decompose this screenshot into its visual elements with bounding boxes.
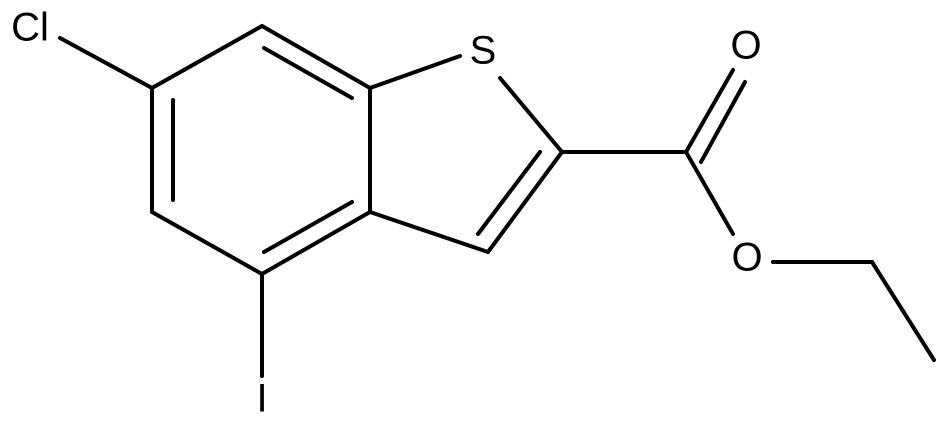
bond-c2-c3-inner [476,150,542,236]
atom-sulfur: S [470,29,497,73]
atom-oxygen-carbonyl: O [730,24,761,68]
bond-c7-c7a-inner [262,46,354,100]
bond-c3a-c4-inner [262,200,354,254]
bond-ch2-ch3 [870,260,936,362]
bond-carbonyl-inner [699,80,747,164]
substituent-bonds [58,36,936,378]
bond-c3-c3a [368,210,490,254]
bond-c4-c5 [150,210,264,276]
bond-c3a-c4 [260,210,372,276]
bond-c2-c3 [486,150,564,254]
bond-c7-c7a [260,24,372,90]
bond-ccarboxyl-oester [684,150,735,236]
benzene-ring [150,24,372,276]
atom-chlorine: Cl [11,6,49,50]
bond-carbonyl-outer [684,68,735,154]
bond-s-c2 [498,76,564,154]
bond-c7a-s [368,54,462,90]
atom-oxygen-ester: O [731,236,762,280]
bond-c6-c7 [150,24,264,90]
atom-iodine: I [256,377,267,421]
thiophene-ring [368,54,564,254]
atom-labels: Cl S O O I [11,6,762,421]
bond-c6-cl [58,36,154,90]
